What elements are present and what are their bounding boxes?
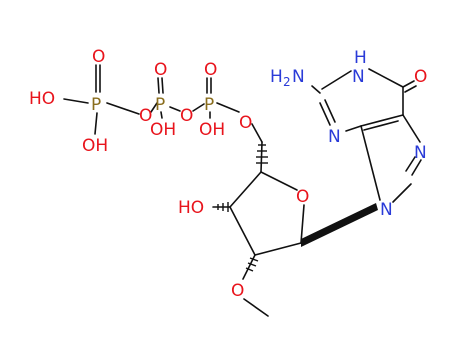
- bond-c4-n9: [360, 125, 381, 201]
- bond-n3-c2-2: [324, 99, 336, 123]
- atom-n1: N: [352, 67, 365, 87]
- atom-o-p3-top: O: [204, 60, 217, 80]
- atom-labels: O P HO OH O O P OH O O P OH O HO O O N N…: [29, 47, 427, 301]
- bond-p2-oh: [160, 111, 163, 119]
- bond-o-bridge2-p3: [192, 103, 205, 112]
- bond-p2-o-top-2: [161, 77, 164, 94]
- atom-oh-p2: OH: [150, 120, 176, 140]
- bond-n7-c5: [402, 114, 421, 143]
- bond-p1-o-bridge: [106, 102, 140, 115]
- bond-p1-oh-left: [63, 98, 89, 104]
- bond-o-ester-c5: [251, 123, 263, 143]
- stereo-layer: [217, 144, 378, 272]
- bond-c4-o-ring: [260, 171, 298, 191]
- atom-o-bridge-1: O: [139, 106, 152, 126]
- atom-n9: N: [380, 200, 393, 220]
- bond-n3-c2-1: [319, 102, 331, 126]
- bond-c3-c4: [229, 171, 262, 208]
- bond-c6-o-1: [402, 80, 415, 88]
- bond-p2-o-bridge2: [169, 106, 181, 112]
- bond-c5-c4-ring: [360, 114, 404, 127]
- atom-ho-c3: HO: [178, 198, 204, 218]
- bond-c2-nh2: [311, 85, 321, 94]
- atom-p2: P: [155, 95, 165, 115]
- atom-nh2-sub: 2: [283, 75, 291, 89]
- bond-c4-n3: [345, 125, 362, 132]
- atom-o6: O: [414, 67, 427, 87]
- bond-n9-c8: [392, 183, 412, 203]
- atom-o-p1-top: O: [92, 47, 105, 67]
- bond-c8-n7-1: [411, 159, 422, 176]
- hash-c4-c5: [256, 144, 268, 164]
- bond-p3-o-ester: [216, 102, 240, 113]
- atom-p3: P: [204, 95, 214, 115]
- bond-c6-o-2: [404, 85, 417, 93]
- atom-o-bridge-2: O: [180, 106, 193, 126]
- bond-c1-c2: [254, 242, 302, 256]
- wedge-c1-n9: [301, 203, 378, 247]
- atom-oh-p1-bottom: OH: [82, 136, 108, 156]
- atom-p1: P: [91, 95, 101, 115]
- bond-o-ring-c1: [300, 204, 305, 244]
- bond-o-bridge-p2: [150, 102, 158, 113]
- atom-n3: N: [328, 127, 341, 147]
- bond-c2-c3: [229, 206, 256, 256]
- bond-p2-o-top-1: [157, 77, 160, 94]
- bond-p1-oh-bottom: [94, 112, 98, 135]
- bond-n1-c6: [368, 68, 404, 88]
- hash-c3-oh: [217, 202, 229, 212]
- bond-c2-n1: [321, 70, 352, 90]
- atom-o-ester: O: [239, 113, 252, 133]
- atom-o-methoxy: O: [231, 281, 244, 301]
- bond-o-methoxy-ch3: [243, 298, 269, 317]
- atom-nh2-n: N: [292, 67, 305, 87]
- bond-c8-n7-2: [405, 156, 416, 172]
- atom-nh2-h: H: [270, 67, 283, 87]
- atom-n7: N: [414, 143, 427, 163]
- hash-c2-ome: [245, 257, 259, 272]
- bond-layer: [63, 64, 422, 317]
- bond-c5-c4-ring-inner: [363, 120, 399, 131]
- atom-oh-p3: OH: [199, 120, 225, 140]
- atom-ho-p1: HO: [29, 89, 55, 109]
- atom-o-p2-top: O: [154, 60, 167, 80]
- atom-h-n1: H: [354, 48, 367, 68]
- atom-o-ring: O: [296, 187, 309, 207]
